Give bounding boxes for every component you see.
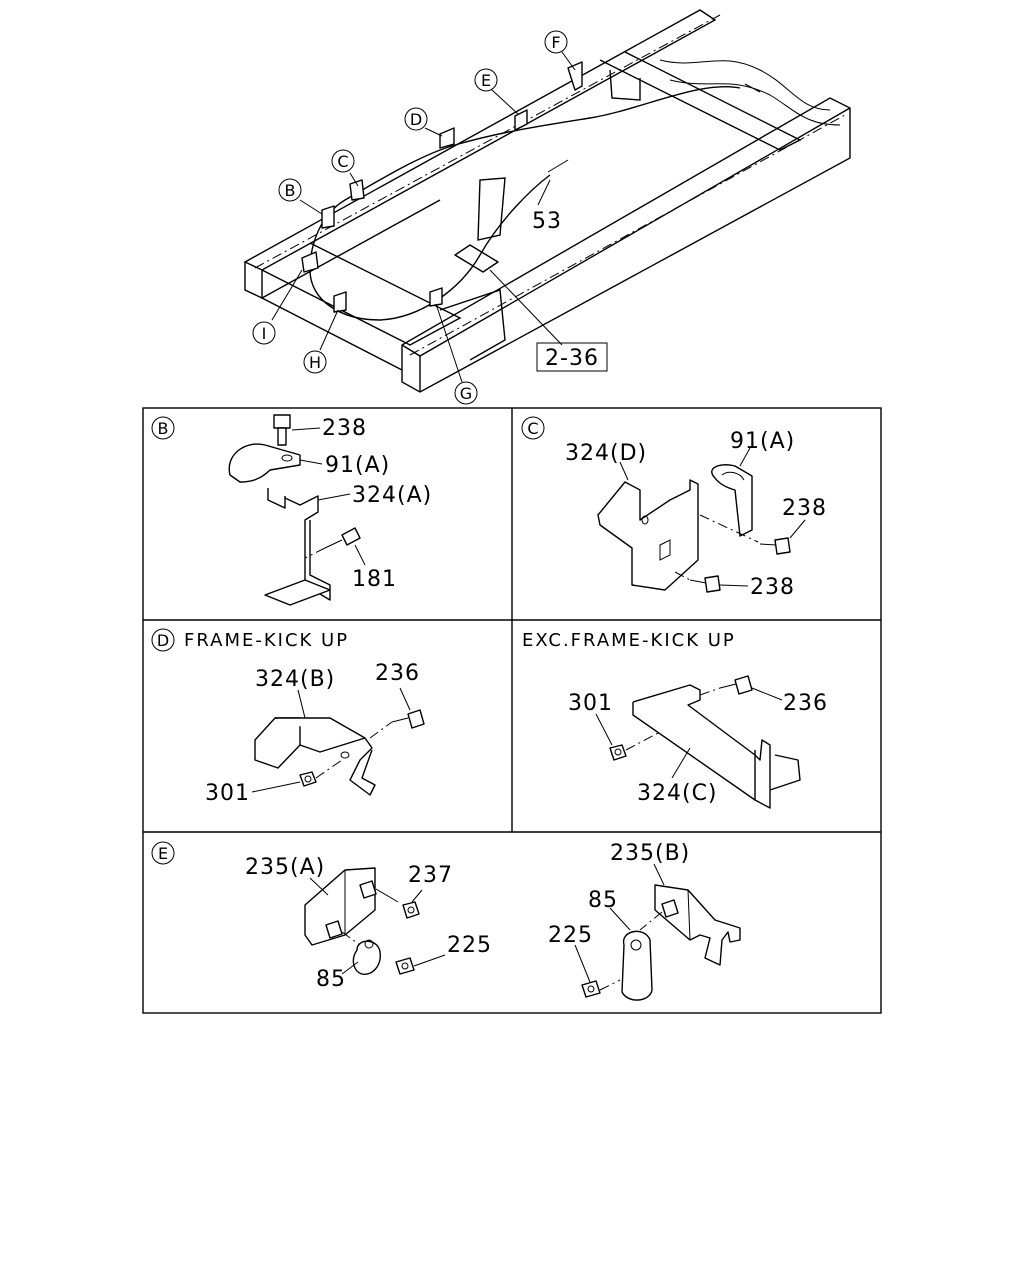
svg-text:C: C: [527, 419, 538, 438]
callout-c: C: [331, 149, 355, 173]
label-91a: 91(A): [730, 429, 795, 454]
label-85: 85: [316, 967, 346, 992]
label-225: 225: [447, 933, 492, 958]
label-235b: 235(B): [610, 841, 690, 866]
callout-d: D: [404, 107, 428, 131]
label-225-b: 225: [548, 923, 593, 948]
callout-i: I: [252, 321, 276, 345]
label-237: 237: [408, 863, 453, 888]
label-238: 238: [322, 416, 367, 441]
label-181: 181: [352, 567, 397, 592]
svg-text:C: C: [337, 152, 348, 171]
svg-text:D: D: [410, 110, 422, 129]
panel-c: C 324(D) 91(A) 238 238: [521, 416, 827, 600]
panel-exc: EXC.FRAME-KICK UP 301 236 324(C): [522, 630, 828, 809]
panel-d-letter: D: [151, 628, 175, 652]
svg-text:E: E: [481, 71, 491, 90]
label-324c: 324(C): [637, 781, 718, 806]
label-238-a: 238: [782, 496, 827, 521]
callout-f: F: [544, 30, 568, 54]
callout-e: E: [474, 68, 498, 92]
frame-overview: [243, 9, 851, 393]
label-236: 236: [375, 661, 420, 686]
ref-box-2-36: 2-36: [536, 342, 608, 372]
label-85-b: 85: [588, 888, 618, 913]
svg-text:G: G: [460, 384, 472, 403]
callout-g: G: [454, 381, 478, 405]
panel-c-letter: C: [521, 416, 545, 440]
panel-b-letter: B: [151, 416, 175, 440]
label-301: 301: [568, 691, 613, 716]
svg-text:H: H: [309, 353, 321, 372]
svg-text:F: F: [551, 33, 560, 52]
callout-h: H: [303, 350, 327, 374]
label-301: 301: [205, 781, 250, 806]
callout-b: B: [278, 178, 302, 202]
panel-d: D FRAME-KICK UP 324(B) 236 301: [151, 628, 425, 806]
label-324b: 324(B): [255, 667, 335, 692]
part-53-label: 53: [532, 209, 562, 234]
panel-b: B 238 91(A) 324(A) 181: [151, 414, 432, 606]
svg-text:I: I: [262, 324, 267, 343]
svg-text:B: B: [285, 181, 296, 200]
svg-text:D: D: [157, 631, 169, 650]
label-324d: 324(D): [565, 441, 647, 466]
label-236: 236: [783, 691, 828, 716]
svg-text:E: E: [158, 844, 168, 863]
panel-e: E 235(A) 237 225 85: [151, 841, 741, 1001]
svg-text:B: B: [158, 419, 169, 438]
panel-e-letter: E: [151, 841, 175, 865]
label-91a: 91(A): [325, 453, 390, 478]
svg-text:2-36: 2-36: [545, 346, 599, 371]
label-238-b: 238: [750, 575, 795, 600]
label-324a: 324(A): [352, 483, 432, 508]
detail-grid: [142, 407, 882, 1014]
label-235a: 235(A): [245, 855, 325, 880]
panel-d-caption: FRAME-KICK UP: [184, 630, 349, 651]
panel-exc-caption: EXC.FRAME-KICK UP: [522, 630, 736, 651]
